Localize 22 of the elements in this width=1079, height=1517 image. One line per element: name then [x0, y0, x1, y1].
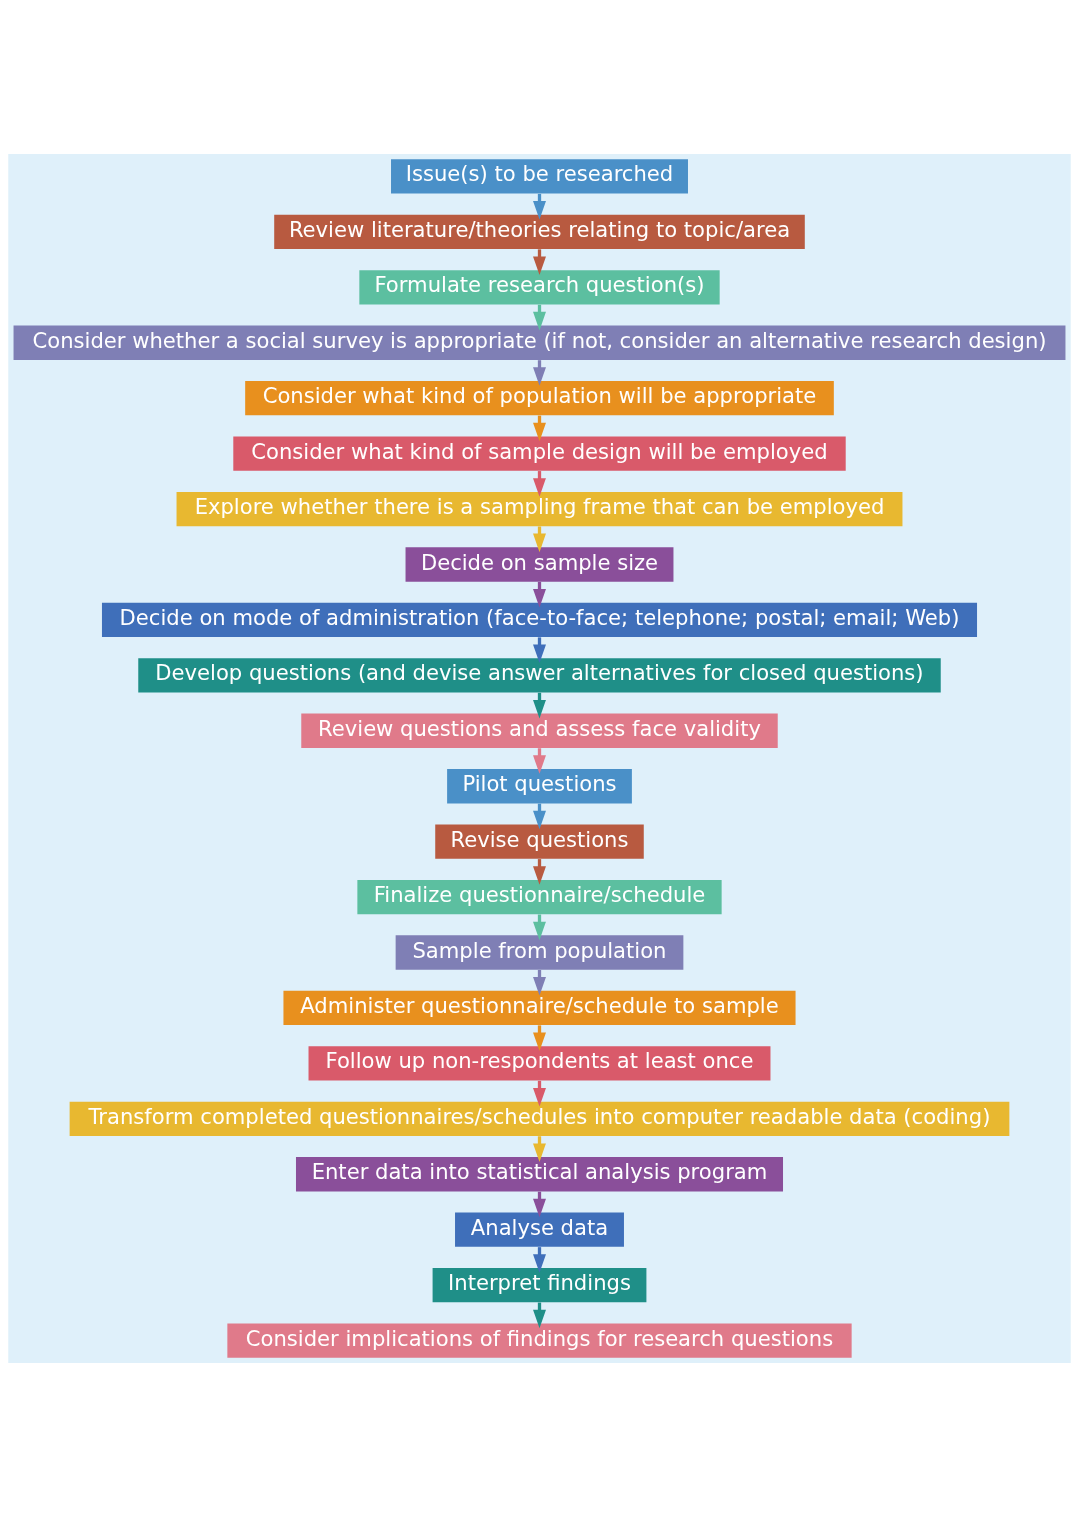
node-box: Revise questions	[435, 824, 644, 859]
node-box: Review literature/theories relating to topic/area	[274, 214, 805, 250]
node-box: Explore whether there is a sampling frame that can be employed	[176, 491, 903, 527]
node-box: Follow up non-respondents at least once	[308, 1046, 771, 1081]
node-box: Transform completed questionnaires/schedules into computer readable data (coding)	[69, 1101, 1010, 1136]
node-box: Interpret findings	[432, 1267, 647, 1303]
node-box: Formulate research question(s)	[359, 270, 720, 305]
node-box: Finalize questionnaire/schedule	[357, 879, 722, 915]
node-box: Consider what kind of sample design will be employed	[233, 436, 846, 471]
node-box: Review questions and assess face validity	[301, 713, 778, 748]
node-box: Issue(s) to be researched	[391, 159, 688, 194]
node-box: Enter data into statistical analysis program	[296, 1157, 783, 1192]
node-box: Decide on sample size	[405, 547, 674, 582]
node-box: Decide on mode of administration (face-to-face; telephone; postal; email; Web)	[101, 602, 978, 638]
node-box: Consider what kind of population will be appropriate	[245, 381, 834, 416]
node-box: Consider implications of findings for research questions	[227, 1323, 852, 1358]
node-box: Develop questions (and devise answer alternatives for closed questions)	[138, 658, 941, 693]
node-box: Consider whether a social survey is appropriate (if not, consider an alternative research design)	[13, 325, 1066, 360]
node-box: Pilot questions	[447, 769, 632, 804]
node-box: Analyse data	[455, 1212, 624, 1247]
node-box: Sample from population	[395, 935, 684, 970]
node-box: Administer questionnaire/schedule to sample	[283, 990, 796, 1026]
